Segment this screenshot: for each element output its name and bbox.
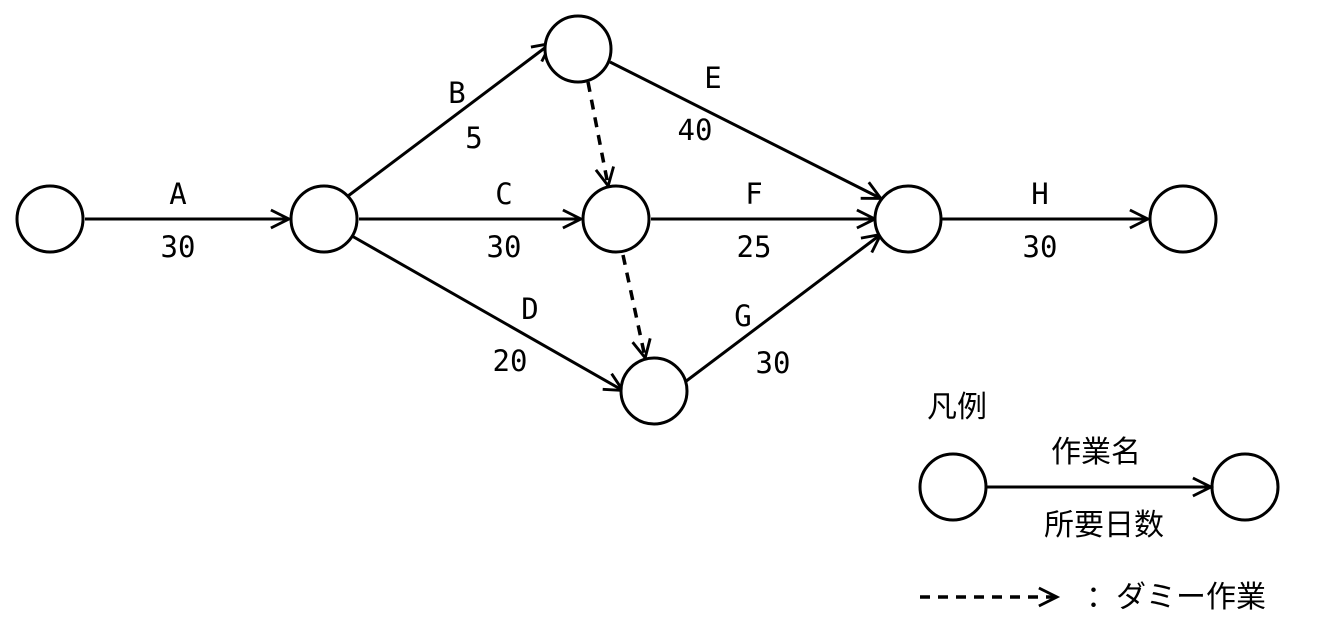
legend-activity-name: 作業名: [1051, 435, 1141, 470]
node-4: [581, 184, 651, 254]
node-6: [873, 184, 943, 254]
activity-f-duration: 25: [737, 230, 772, 264]
activity-g-duration: 30: [756, 346, 791, 380]
activity-a-duration: 30: [161, 230, 196, 264]
activity-b-duration: 5: [465, 121, 482, 155]
legend-dummy-label: ：ダミー作業: [1086, 580, 1266, 615]
edge-d: [351, 234, 626, 393]
edge-e: [609, 60, 884, 200]
activity-h-name: H: [1031, 177, 1048, 211]
activity-d-name: D: [521, 292, 538, 326]
node-1: [15, 184, 85, 254]
activity-b-name: B: [448, 76, 465, 110]
legend-required-days: 所要日数: [1044, 508, 1164, 543]
node-2: [289, 184, 359, 254]
legend-title: 凡例: [927, 390, 987, 425]
activity-e-name: E: [704, 61, 721, 95]
edge-g: [684, 232, 884, 384]
node-5: [619, 356, 689, 426]
dummy-edge-top: [586, 81, 615, 190]
node-3: [543, 14, 613, 84]
dummy-edge-bottom: [621, 254, 652, 362]
edge-b: [347, 41, 554, 198]
activity-d-duration: 20: [493, 344, 528, 378]
activity-c-name: C: [495, 177, 512, 211]
legend-node-start: [918, 452, 988, 522]
nodes: [15, 14, 1218, 426]
activity-a-name: A: [169, 177, 186, 211]
activity-c-duration: 30: [487, 230, 522, 264]
activity-h-duration: 30: [1023, 230, 1058, 264]
activity-e-duration: 40: [678, 113, 713, 147]
node-7: [1148, 184, 1218, 254]
legend-node-end: [1210, 452, 1280, 522]
edges: [85, 41, 1152, 393]
edge-labels: A 30 B 5 C 30 D 20 E 40 F 25 G 30 H 30: [161, 61, 1058, 380]
activity-g-name: G: [734, 299, 751, 333]
activity-f-name: F: [745, 177, 762, 211]
legend: 凡例 作業名 所要日数 ：ダミー作業: [918, 390, 1280, 615]
